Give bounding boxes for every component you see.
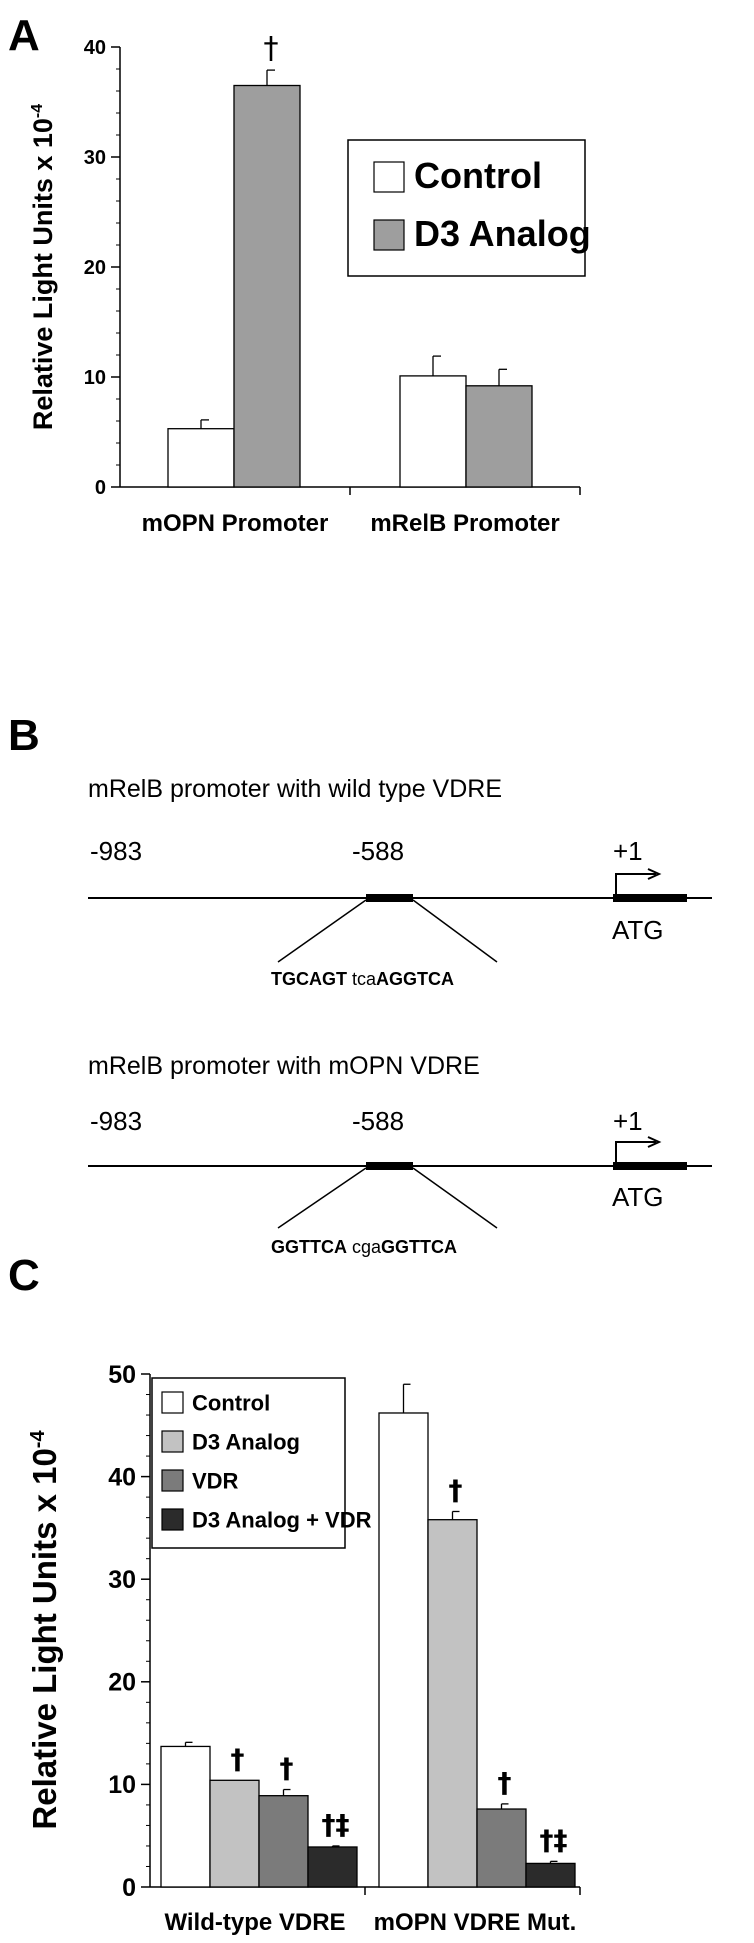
seq-spacer: cga — [352, 1237, 382, 1257]
construct-title: mRelB promoter with mOPN VDRE — [88, 1052, 480, 1080]
tss-arrow — [615, 873, 656, 894]
legend-label: D3 Analog + VDR — [192, 1507, 372, 1532]
tss-arrowhead — [647, 868, 662, 880]
atg-box — [613, 894, 687, 902]
bar — [399, 375, 467, 488]
x-category-label: mOPN VDRE Mut. — [374, 1909, 577, 1936]
position-vdre-label: -588 — [352, 836, 404, 866]
y-tick-label: 30 — [108, 1566, 136, 1594]
significance-mark: † — [280, 1752, 294, 1785]
construct-title: mRelB promoter with wild type VDRE — [88, 775, 502, 803]
vdre-box — [366, 1162, 413, 1170]
y-tick-label: 50 — [108, 1361, 136, 1389]
significance-mark: †‡ — [322, 1808, 350, 1841]
y-tick-label: 40 — [84, 37, 106, 59]
tss-arrowhead — [647, 1136, 662, 1148]
tss-arrow — [615, 1141, 656, 1162]
position-vdre-label: -588 — [352, 1106, 404, 1136]
legend-label: VDR — [192, 1468, 239, 1493]
construct-mopn-vdre: mRelB promoter with mOPN VDRE -983 -588 … — [88, 1052, 712, 1257]
y-axis-label-text: Relative Light Units x 10 — [26, 1448, 63, 1829]
position-tss-label: +1 — [613, 1106, 643, 1136]
zoom-line-right — [412, 1167, 498, 1229]
x-category-label: mRelB Promoter — [370, 510, 559, 537]
y-axis-label: Relative Light Units x 10-4 — [28, 104, 58, 430]
bar — [307, 1846, 358, 1888]
legend-swatch — [161, 1430, 184, 1453]
legend-swatch — [161, 1508, 184, 1531]
zoom-line-right — [412, 899, 498, 963]
legend-swatch — [373, 219, 405, 251]
significance-mark: † — [449, 1473, 463, 1506]
legend-swatch — [161, 1469, 184, 1492]
atg-label: ATG — [612, 915, 664, 945]
bar — [525, 1862, 576, 1888]
panel-a-letter: A — [8, 11, 40, 60]
significance-mark: † — [264, 31, 279, 66]
bar — [160, 1745, 211, 1888]
vdre-box — [366, 894, 413, 902]
bar — [378, 1412, 429, 1888]
seq-half-site-1: TGCAGT — [271, 969, 347, 989]
y-tick-label: 30 — [84, 147, 106, 169]
bar — [209, 1779, 260, 1888]
bar — [233, 84, 301, 488]
y-axis-label-exponent: -4 — [27, 1430, 49, 1449]
panel-c-letter: C — [8, 1251, 40, 1300]
atg-box — [613, 1162, 687, 1170]
legend-box — [151, 1377, 346, 1549]
legend-swatch — [161, 1391, 184, 1414]
bar — [167, 428, 235, 488]
y-tick-label: 0 — [95, 477, 106, 499]
y-tick-label: 40 — [108, 1463, 136, 1491]
y-tick-label: 0 — [122, 1874, 136, 1902]
zoom-line-left — [277, 1167, 367, 1229]
significance-mark: † — [498, 1766, 512, 1799]
x-category-label: mOPN Promoter — [142, 510, 329, 537]
seq-spacer: tca — [352, 969, 377, 989]
y-axis-label: Relative Light Units x 10-4 — [26, 1430, 63, 1830]
seq-half-site-2: AGGTCA — [376, 969, 454, 989]
significance-mark: † — [231, 1742, 245, 1775]
panel-b-letter: B — [8, 711, 40, 760]
bar — [258, 1795, 309, 1888]
x-category-label: Wild-type VDRE — [164, 1909, 345, 1936]
y-tick-label: 20 — [84, 257, 106, 279]
y-tick-label: 20 — [108, 1669, 136, 1697]
bar — [476, 1808, 527, 1888]
construct-wild-type: mRelB promoter with wild type VDRE -983 … — [88, 775, 712, 989]
legend-label: Control — [192, 1390, 270, 1415]
legend-label: D3 Analog — [192, 1429, 300, 1454]
zoom-line-left — [277, 899, 367, 963]
legend-label: D3 Analog — [414, 213, 591, 254]
legend-label: Control — [414, 155, 542, 196]
position-left-label: -983 — [90, 836, 142, 866]
bar — [465, 385, 533, 488]
position-tss-label: +1 — [613, 836, 643, 866]
bar — [427, 1519, 478, 1888]
significance-mark: †‡ — [540, 1823, 568, 1856]
seq-half-site-2: GGTTCA — [381, 1237, 457, 1257]
y-axis-label-text: Relative Light Units x 10 — [28, 118, 58, 430]
y-tick-label: 10 — [108, 1771, 136, 1799]
y-tick-label: 10 — [84, 367, 106, 389]
legend-swatch — [373, 161, 405, 193]
seq-half-site-1: GGTTCA — [271, 1237, 347, 1257]
y-axis-label-exponent: -4 — [29, 104, 46, 118]
position-left-label: -983 — [90, 1106, 142, 1136]
atg-label: ATG — [612, 1182, 664, 1212]
